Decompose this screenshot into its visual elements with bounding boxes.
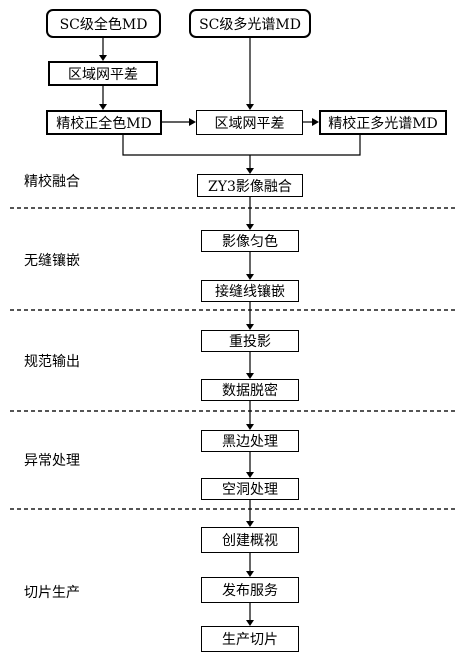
merge-connector — [122, 135, 361, 156]
stage-label-exception-handling: 异常处理 — [24, 453, 80, 469]
arrowhead — [246, 168, 254, 174]
node-block-adjust-2: 区域网平差 — [196, 110, 303, 135]
stage-label-seamless-mosaic: 无缝镶嵌 — [24, 253, 80, 269]
arrowhead — [312, 118, 319, 126]
node-sc-pan-md: SC级全色MD — [46, 9, 161, 38]
arrowhead — [246, 104, 254, 110]
node-black-edge: 黑边处理 — [201, 430, 299, 452]
arrowhead — [246, 571, 254, 577]
arrowhead — [246, 324, 254, 330]
node-sc-ms-md: SC级多光谱MD — [189, 9, 311, 38]
stage-label-standard-output: 规范输出 — [24, 354, 80, 370]
arrowhead — [246, 274, 254, 280]
node-precise-pan-md: 精校正全色MD — [46, 110, 162, 135]
stage-label-precise-fusion: 精校融合 — [24, 174, 80, 190]
node-color-balance: 影像匀色 — [201, 230, 299, 252]
node-publish-service: 发布服务 — [201, 577, 299, 603]
node-seamline-mosaic: 接缝线镶嵌 — [201, 280, 299, 302]
node-hole-process: 空洞处理 — [201, 478, 299, 500]
node-block-adjust-1: 区域网平差 — [48, 61, 158, 86]
node-reprojection: 重投影 — [201, 330, 299, 352]
arrowhead — [246, 620, 254, 626]
node-desensitization: 数据脱密 — [201, 379, 299, 401]
node-create-overview: 创建概视 — [201, 527, 299, 553]
arrowhead — [189, 118, 196, 126]
arrowhead — [246, 472, 254, 478]
arrowhead — [99, 104, 107, 110]
node-produce-tiles: 生产切片 — [201, 626, 299, 652]
arrowhead — [246, 373, 254, 379]
node-zy3-fusion: ZY3影像融合 — [197, 174, 303, 197]
stage-label-tile-production: 切片生产 — [24, 585, 80, 601]
arrowhead — [246, 424, 254, 430]
arrowhead — [246, 521, 254, 527]
arrowhead — [246, 224, 254, 230]
node-precise-ms-md: 精校正多光谱MD — [319, 110, 447, 135]
arrowhead — [99, 55, 107, 61]
